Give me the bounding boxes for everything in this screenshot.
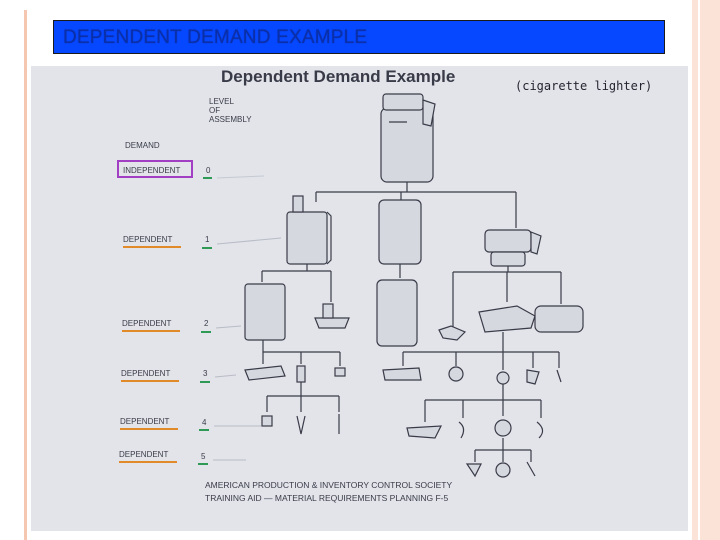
independent-highlight-box	[117, 160, 193, 178]
row-4-demand: DEPENDENT	[120, 417, 169, 426]
row-2-level: 2	[204, 319, 209, 328]
level-2-valve	[438, 325, 467, 341]
row-5-level: 5	[201, 452, 206, 461]
level-header-line2: OF	[209, 106, 220, 115]
row-1-demand: DEPENDENT	[123, 235, 172, 244]
row-1-level: 1	[205, 235, 210, 244]
level-1-head-assembly	[484, 229, 542, 267]
scanned-diagram: Dependent Demand Example (cigarette ligh…	[31, 66, 688, 531]
level-4-parts	[261, 414, 544, 439]
left-accent-rule	[24, 10, 27, 540]
row-0-connector	[216, 175, 265, 179]
slide-title-bar: DEPENDENT DEMAND EXAMPLE	[53, 20, 665, 54]
level-header-line3: ASSEMBLY	[209, 115, 252, 124]
level-1-case-assembly	[286, 195, 332, 265]
product-structure-tree	[244, 93, 584, 478]
row-5-demand: DEPENDENT	[119, 450, 168, 459]
level-1-tank	[378, 199, 422, 265]
level-2-spring-clip	[314, 303, 350, 329]
right-accent-line	[698, 0, 700, 540]
scan-heading: Dependent Demand Example	[221, 67, 455, 86]
handwritten-note: (cigarette lighter)	[515, 79, 652, 93]
level-2-head	[478, 305, 536, 333]
level-0-lighter	[380, 93, 436, 183]
row-0-demand: INDEPENDENT	[123, 166, 180, 175]
level-2-cap	[534, 305, 584, 333]
row-0-level: 0	[206, 166, 211, 175]
level-guide-lines	[213, 237, 282, 461]
row-3-demand: DEPENDENT	[121, 369, 170, 378]
right-accent-band	[692, 0, 720, 540]
row-4-level: 4	[202, 418, 207, 427]
level-2-case	[244, 283, 286, 341]
level-2-tank-shell	[376, 279, 418, 347]
bom-diagram: Dependent Demand Example (cigarette ligh…	[117, 67, 652, 503]
level-header-line1: LEVEL	[209, 97, 234, 106]
row-2-demand: DEPENDENT	[122, 319, 171, 328]
footer-line-1: AMERICAN PRODUCTION & INVENTORY CONTROL …	[205, 480, 452, 490]
demand-header: DEMAND	[125, 141, 160, 150]
row-3-level: 3	[203, 369, 208, 378]
level-5-parts	[465, 461, 536, 478]
level-3-parts	[244, 365, 562, 385]
footer-line-2: TRAINING AID — MATERIAL REQUIREMENTS PLA…	[205, 493, 448, 503]
slide-title: DEPENDENT DEMAND EXAMPLE	[63, 27, 368, 48]
